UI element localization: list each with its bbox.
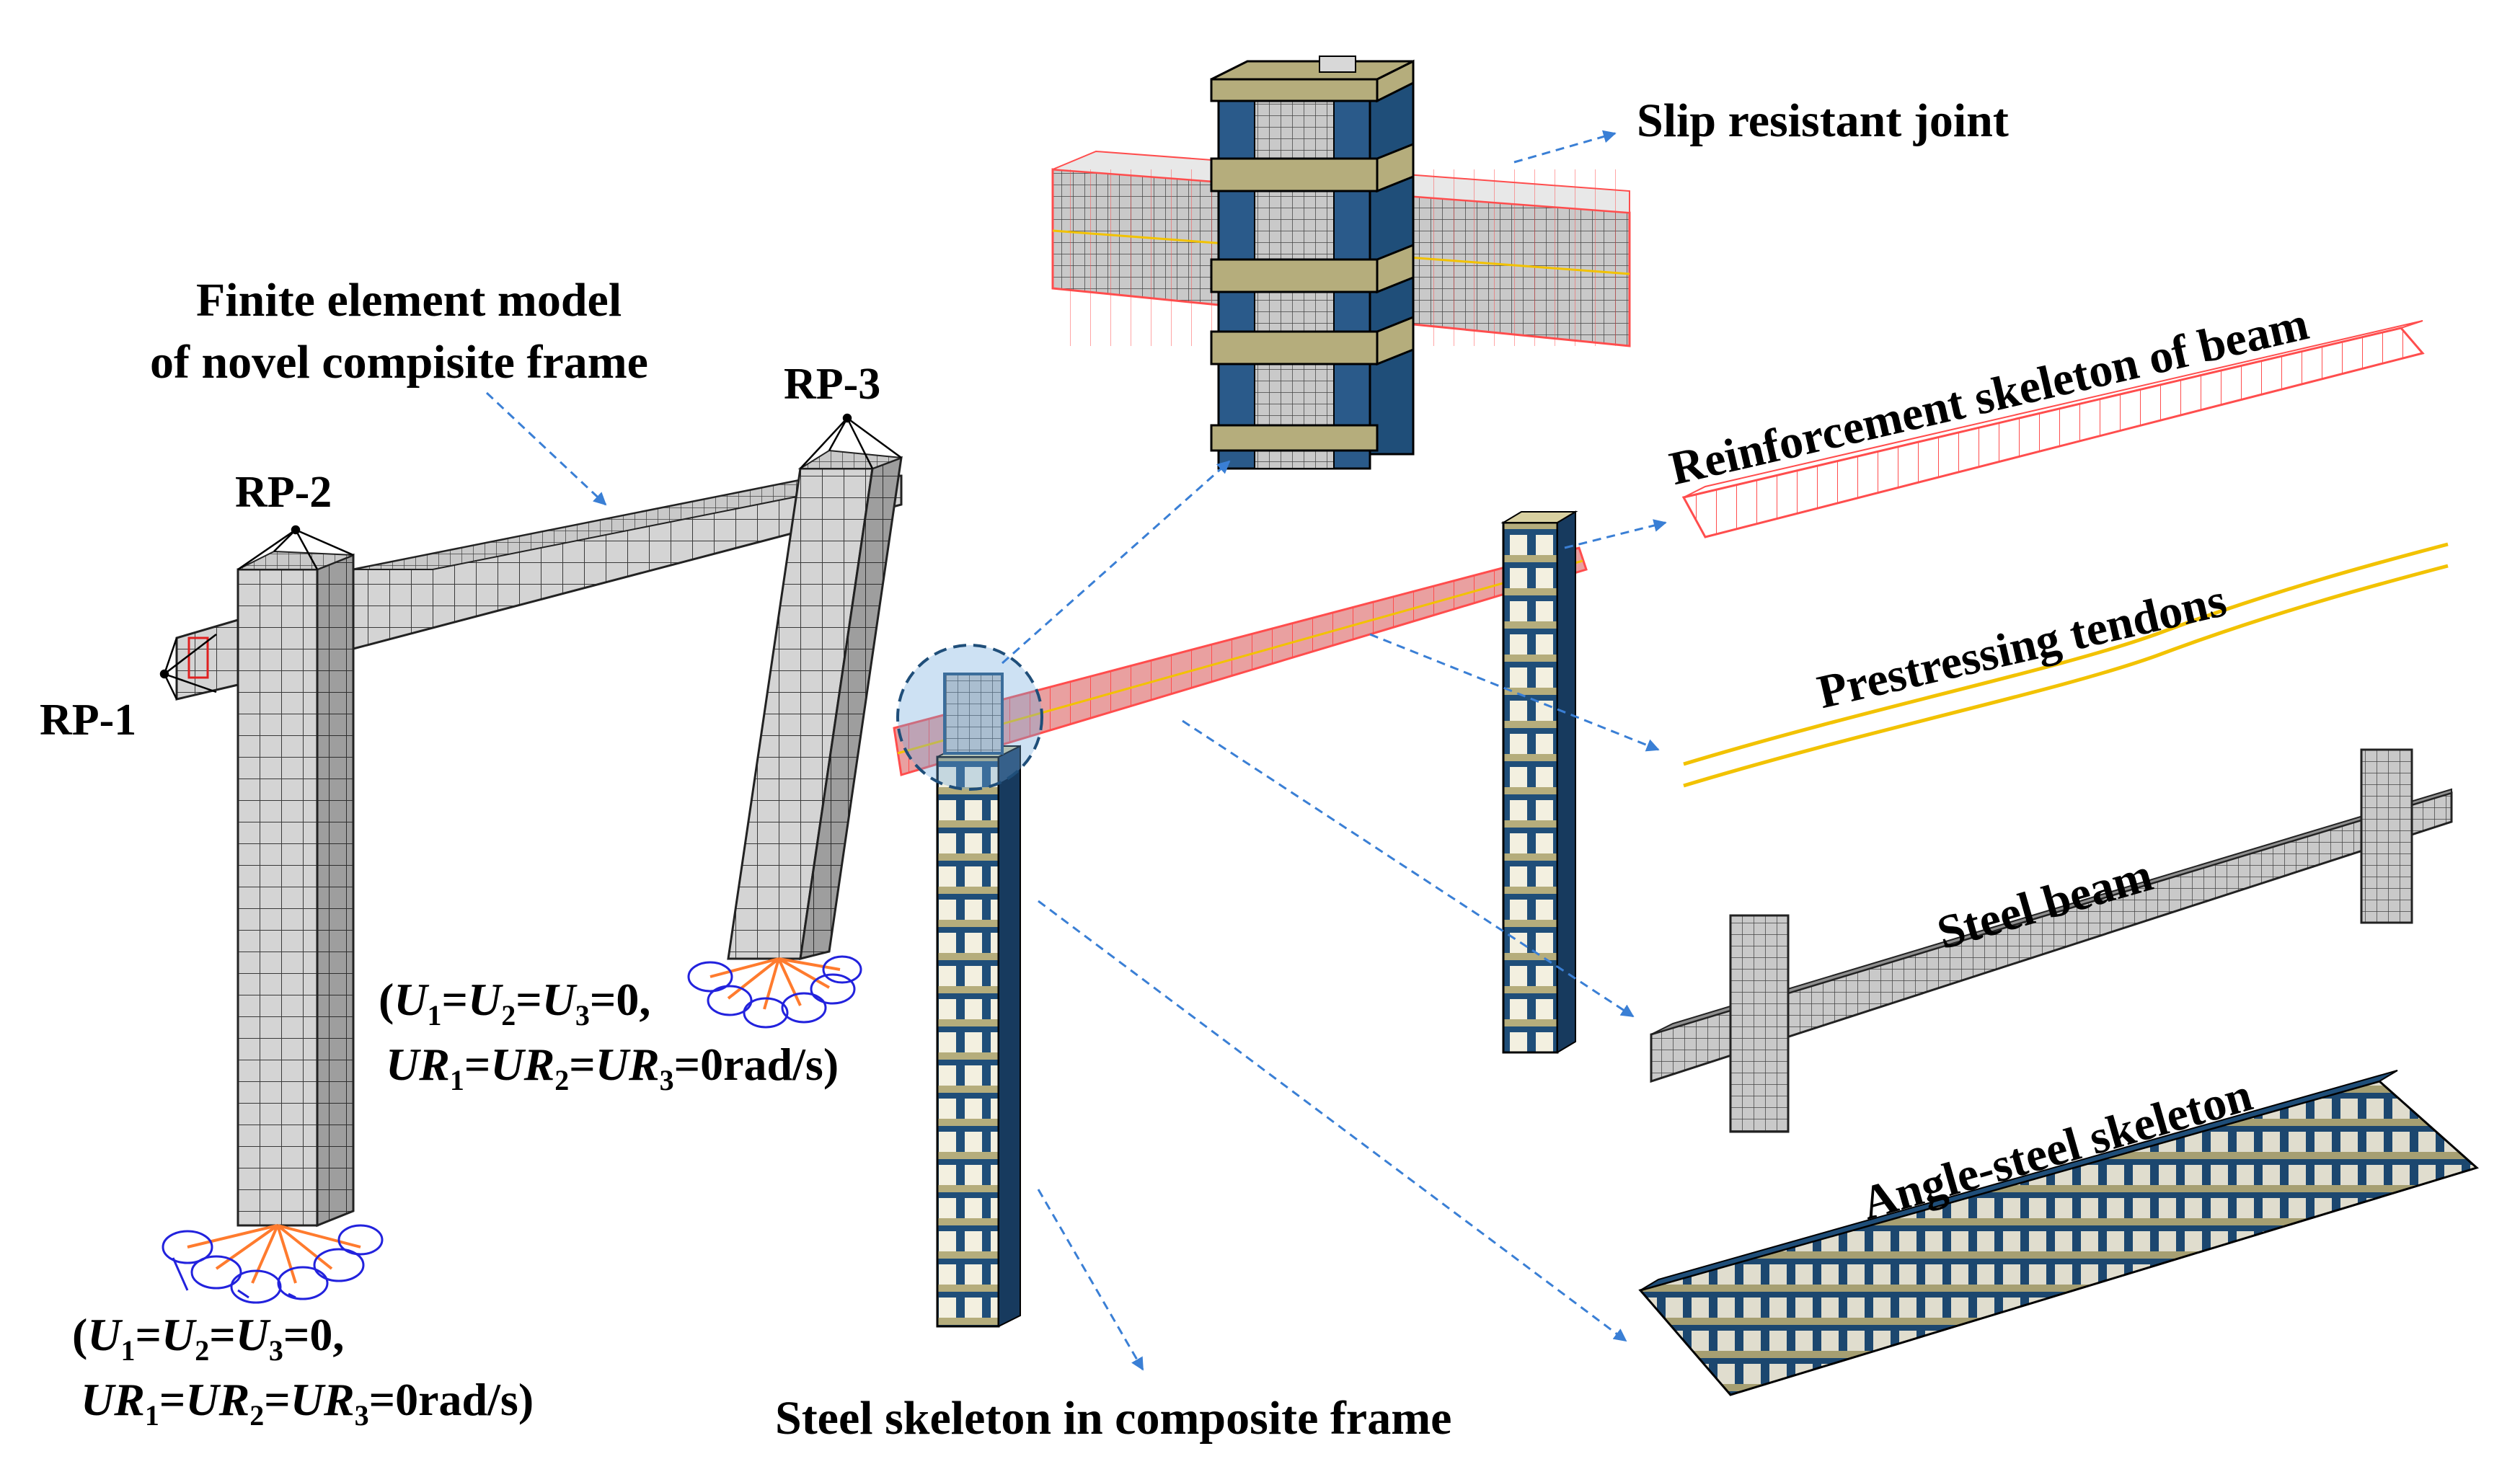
fe-left-column [236, 550, 355, 1228]
frame-title-line1: Finite element model [196, 274, 622, 327]
joint-highlight-circle [896, 644, 1043, 791]
steel-skeleton-frame [893, 510, 1588, 1328]
bc-right-line2: UR1=UR2=UR3=0rad/s) [386, 1039, 839, 1096]
rp-connectors [159, 413, 902, 700]
support-right [687, 955, 862, 1029]
rp3-label: RP-3 [784, 360, 881, 409]
bc-left-line1: (U1=U2=U3=0, [72, 1309, 345, 1367]
angle-steel-skeleton [1638, 1070, 2479, 1396]
rp1-label: RP-1 [40, 696, 137, 745]
slip-joint-detail [1051, 56, 1631, 470]
frame-title-line2: of novel compisite frame [150, 336, 648, 389]
prestressing-tendons [1683, 542, 2449, 788]
steel-beam-model [1650, 748, 2453, 1133]
reinforcement-skeleton [1681, 320, 2425, 538]
rp2-label: RP-2 [235, 468, 332, 517]
fe-beam-stub [175, 618, 239, 701]
support-left [162, 1224, 384, 1304]
arrow-title-to-beam [485, 391, 607, 506]
fe-frame-model [159, 413, 903, 1304]
component-arrows [1002, 130, 1667, 1371]
bc-left-line2: UR1=UR2=UR3=0rad/s) [81, 1374, 534, 1432]
steel-skeleton-label: Steel skeleton in composite frame [775, 1392, 1452, 1445]
fe-right-column [727, 449, 903, 960]
bc-right-line1: (U1=U2=U3=0, [379, 974, 651, 1032]
slip-joint-label: Slip resistant joint [1637, 94, 2009, 147]
